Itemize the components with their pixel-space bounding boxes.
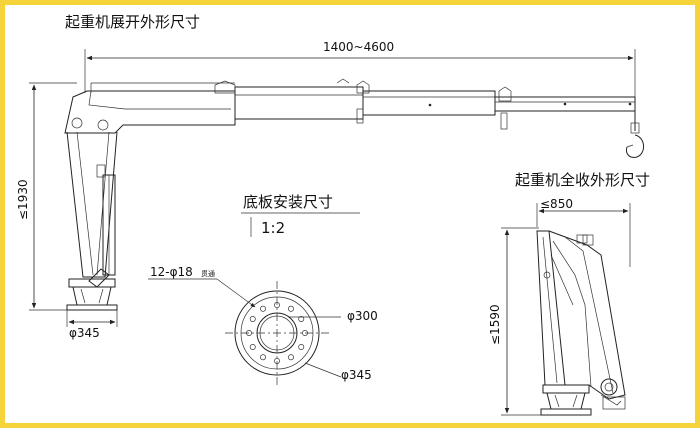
- folded-hook: [600, 378, 626, 410]
- crane-column: [66, 131, 118, 278]
- bolt-holes-suffix: 贯通: [201, 269, 215, 278]
- inner-dia-label: φ300: [347, 309, 378, 323]
- title-folded: 起重机全收外形尺寸: [515, 171, 650, 189]
- bolt-hole: [249, 344, 256, 350]
- reach-dimension: 1400~4600: [84, 40, 636, 103]
- bolt-hole: [249, 316, 256, 322]
- drawing-sheet: 起重机展开外形尺寸 1400~4600 ≤1930: [5, 5, 695, 423]
- outer-dia-leader: φ345: [304, 362, 372, 382]
- height-label: ≤1930: [16, 179, 30, 220]
- bolt-hole: [288, 354, 294, 361]
- base-folded: [540, 384, 592, 416]
- inner-dia-leader: φ300: [289, 309, 378, 323]
- base-plate: [225, 281, 329, 385]
- bolt-holes-label: 12-φ18: [150, 265, 193, 279]
- height-dimension: ≤1930: [16, 82, 77, 311]
- outer-dia-label: φ345: [341, 368, 372, 382]
- crane-hook: [626, 111, 644, 158]
- bolt-hole: [288, 305, 294, 312]
- title-base: 底板安装尺寸: [243, 193, 333, 211]
- folded-column: [536, 230, 626, 400]
- telescopic-boom: [214, 78, 636, 130]
- bolt-hole: [260, 354, 266, 361]
- folded-height-label: ≤1590: [488, 304, 502, 345]
- bolt-hole: [260, 305, 266, 312]
- reach-label: 1400~4600: [323, 40, 394, 54]
- title-extended: 起重机展开外形尺寸: [65, 13, 200, 31]
- boom-head: [64, 82, 236, 134]
- base-left: φ345: [66, 268, 118, 340]
- technical-drawing: 起重机展开外形尺寸 1400~4600 ≤1930: [16, 13, 650, 416]
- folded-width-dimension: ≤850: [536, 197, 631, 267]
- bolt-hole: [298, 316, 305, 322]
- bolt-leader: 12-φ18 贯通: [148, 265, 256, 308]
- scale-label: 1:2: [261, 219, 285, 237]
- folded-width-label: ≤850: [540, 197, 573, 211]
- base-dia-left-label: φ345: [69, 326, 100, 340]
- bolt-hole: [298, 344, 305, 350]
- folded-height-dimension: ≤1590: [488, 227, 545, 416]
